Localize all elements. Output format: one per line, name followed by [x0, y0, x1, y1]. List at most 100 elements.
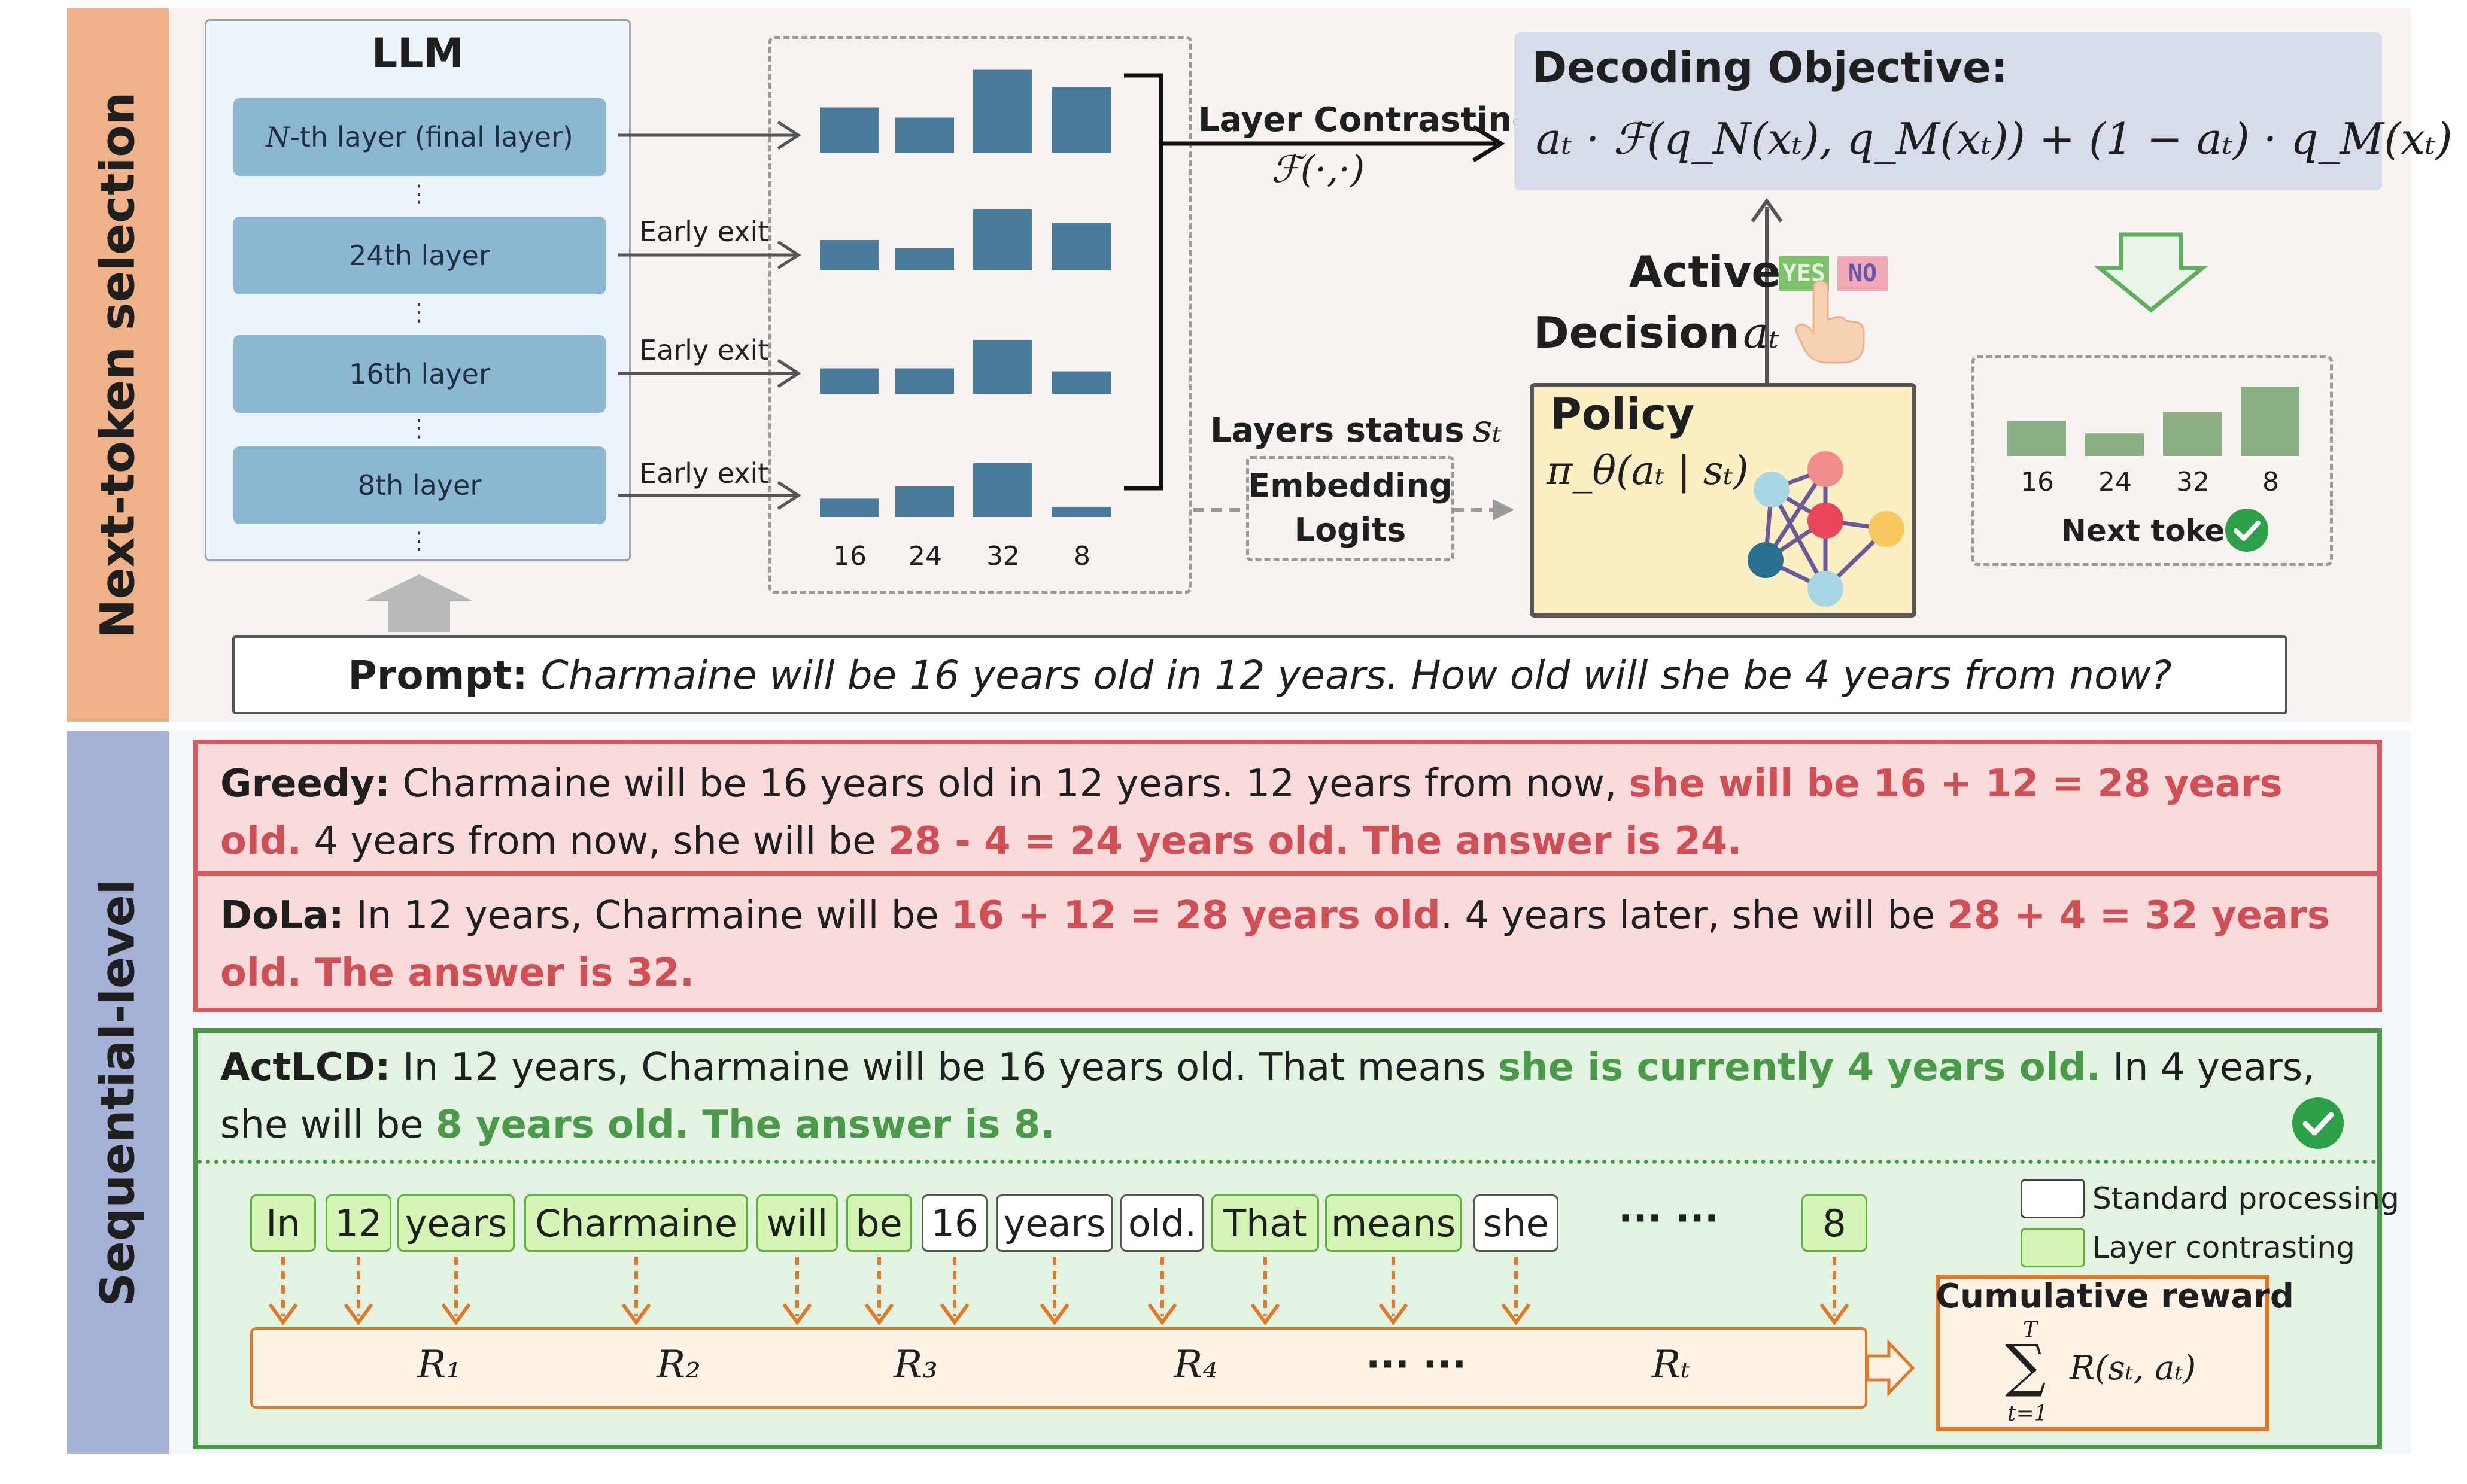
token: she	[1473, 1194, 1558, 1252]
layers-status-box	[1246, 456, 1454, 561]
token-reward-arrow	[1819, 1257, 1849, 1326]
layer-bar	[973, 69, 1032, 153]
legend-standard-label: Standard processing	[2092, 1181, 2399, 1216]
next-token-bar	[2163, 412, 2222, 456]
sum-upper: T	[2023, 1318, 2038, 1342]
logits-label: Logits	[1294, 511, 1406, 549]
layers-status-word: Layers status	[1210, 411, 1465, 450]
token: be	[846, 1194, 912, 1252]
bar-tick-32: 32	[986, 541, 1020, 571]
next-tick-8: 8	[2262, 467, 2279, 497]
token-reward-arrow	[864, 1257, 894, 1326]
greedy-highlight-1: she will be 16 + 12 = 28 years old.	[220, 762, 2283, 863]
policy-formula: π_θ(aₜ | sₜ)	[1547, 448, 1749, 494]
policy-title: Policy	[1550, 389, 1695, 439]
layer-bar	[1052, 223, 1111, 270]
token: That	[1211, 1194, 1319, 1252]
neural-network-icon	[1748, 451, 1904, 607]
next-token-chart	[2007, 387, 2299, 456]
reward-r4: R₄	[1174, 1343, 1218, 1387]
bar-tick-16: 16	[833, 541, 867, 571]
bar-tick-24: 24	[909, 541, 942, 571]
layer-bar	[1052, 507, 1111, 517]
bar-groups-box	[768, 36, 1192, 594]
layer-distributions-chart	[820, 69, 1111, 517]
token-reward-arrow	[940, 1257, 970, 1326]
next-token-bar	[2085, 433, 2144, 456]
greedy-highlight-2: 28 - 4 = 24 years old. The answer is 24.	[888, 819, 1742, 863]
token-reward-arrow	[344, 1257, 373, 1326]
early-exit-label-24: Early exit	[639, 215, 769, 248]
prompt-label: Prompt:	[348, 652, 528, 698]
actlcd-text-1: In 12 years, Charmaine will be 16 years …	[390, 1045, 1498, 1090]
bottom-section-label: Sequential-level	[67, 731, 169, 1454]
greedy-label: Greedy:	[220, 762, 391, 806]
sum-term: R(sₜ, aₜ)	[2070, 1349, 2196, 1388]
dola-text-2: . 4 years later, she will be	[1440, 893, 1948, 938]
check-icon	[2225, 509, 2268, 552]
layer-final: N-th layer (final layer)	[233, 98, 606, 176]
layer-bar	[820, 498, 879, 517]
decoding-objective-formula: aₜ · ℱ(q_N(xₜ), q_M(xₜ)) + (1 − aₜ) · q_…	[1536, 114, 2453, 164]
token-reward-arrow	[1040, 1257, 1070, 1326]
top-section-label: Next-token selection	[67, 8, 169, 722]
greedy-text-1: Charmaine will be 16 years old in 12 yea…	[390, 762, 1629, 806]
layer-bar	[973, 339, 1032, 394]
vdots-1: ⋮	[407, 180, 431, 208]
decoding-objective-box	[1514, 32, 2382, 190]
layer-bar	[895, 117, 954, 153]
early-exit-label-8: Early exit	[639, 457, 769, 489]
separator-dotted	[198, 1160, 2377, 1164]
token: In	[250, 1194, 316, 1252]
next-token-label: Next token	[2061, 513, 2246, 548]
next-tick-32: 32	[2176, 467, 2210, 497]
token: 8	[1801, 1194, 1867, 1252]
vdots-4: ⋮	[407, 527, 431, 555]
layer-bar	[1052, 371, 1111, 394]
token: 16	[922, 1194, 988, 1252]
dola-label: DoLa:	[220, 893, 344, 938]
dola-response: DoLa: In 12 years, Charmaine will be 16 …	[193, 876, 2382, 1012]
vdots-2: ⋮	[407, 299, 431, 326]
token: Charmaine	[524, 1194, 748, 1252]
reward-ellipsis: ··· ···	[1366, 1343, 1467, 1387]
policy-box	[1530, 383, 1916, 618]
next-token-box	[1971, 355, 2333, 566]
actlcd-highlight-2: 8 years old. The answer is 8.	[436, 1103, 1055, 1147]
token-reward-arrow	[1501, 1257, 1531, 1326]
layer-contrasting-label: Layer Contrasting	[1198, 101, 1536, 139]
token-reward-arrow	[782, 1257, 812, 1326]
greedy-text-2: 4 years from now, she will be	[302, 819, 888, 863]
token-reward-arrow	[1378, 1257, 1408, 1326]
token-reward-arrow	[1250, 1257, 1280, 1326]
layer-bar	[1052, 87, 1111, 153]
token: means	[1325, 1194, 1462, 1252]
token-ellipsis: ··· ···	[1618, 1197, 1719, 1241]
reward-arrow-icon	[1866, 1339, 1915, 1397]
decoding-objective-title: Decoding Objective:	[1532, 43, 2008, 92]
dola-highlight-2: 28 + 4 = 32 years old. The answer is 32.	[220, 893, 2330, 995]
layer-bar	[820, 368, 879, 394]
contrast-function: ℱ(·,·)	[1271, 147, 1365, 191]
llm-title: LLM	[371, 30, 464, 77]
decision-word: Decision	[1533, 308, 1740, 358]
token-reward-arrow	[441, 1257, 471, 1326]
token-reward-arrow	[1147, 1257, 1177, 1326]
decision-label: Decisionaₜ	[1533, 308, 1779, 358]
reward-r1: R₁	[417, 1343, 461, 1387]
greedy-response: Greedy: Charmaine will be 16 years old i…	[193, 740, 2382, 876]
embedding-label: Embedding	[1248, 467, 1453, 504]
legend-contrast-swatch	[2021, 1228, 2085, 1267]
cumulative-reward-title: Cumulative reward	[1936, 1277, 2294, 1316]
token-reward-arrow	[268, 1257, 298, 1326]
prompt-box: Prompt:Charmaine will be 16 years old in…	[232, 635, 2287, 714]
token: will	[756, 1194, 838, 1252]
cumulative-reward-box	[1936, 1275, 2269, 1431]
layer-bar	[820, 240, 879, 270]
layer-bar	[895, 368, 954, 394]
token-reward-arrow	[621, 1257, 651, 1326]
vdots-3: ⋮	[407, 415, 431, 442]
